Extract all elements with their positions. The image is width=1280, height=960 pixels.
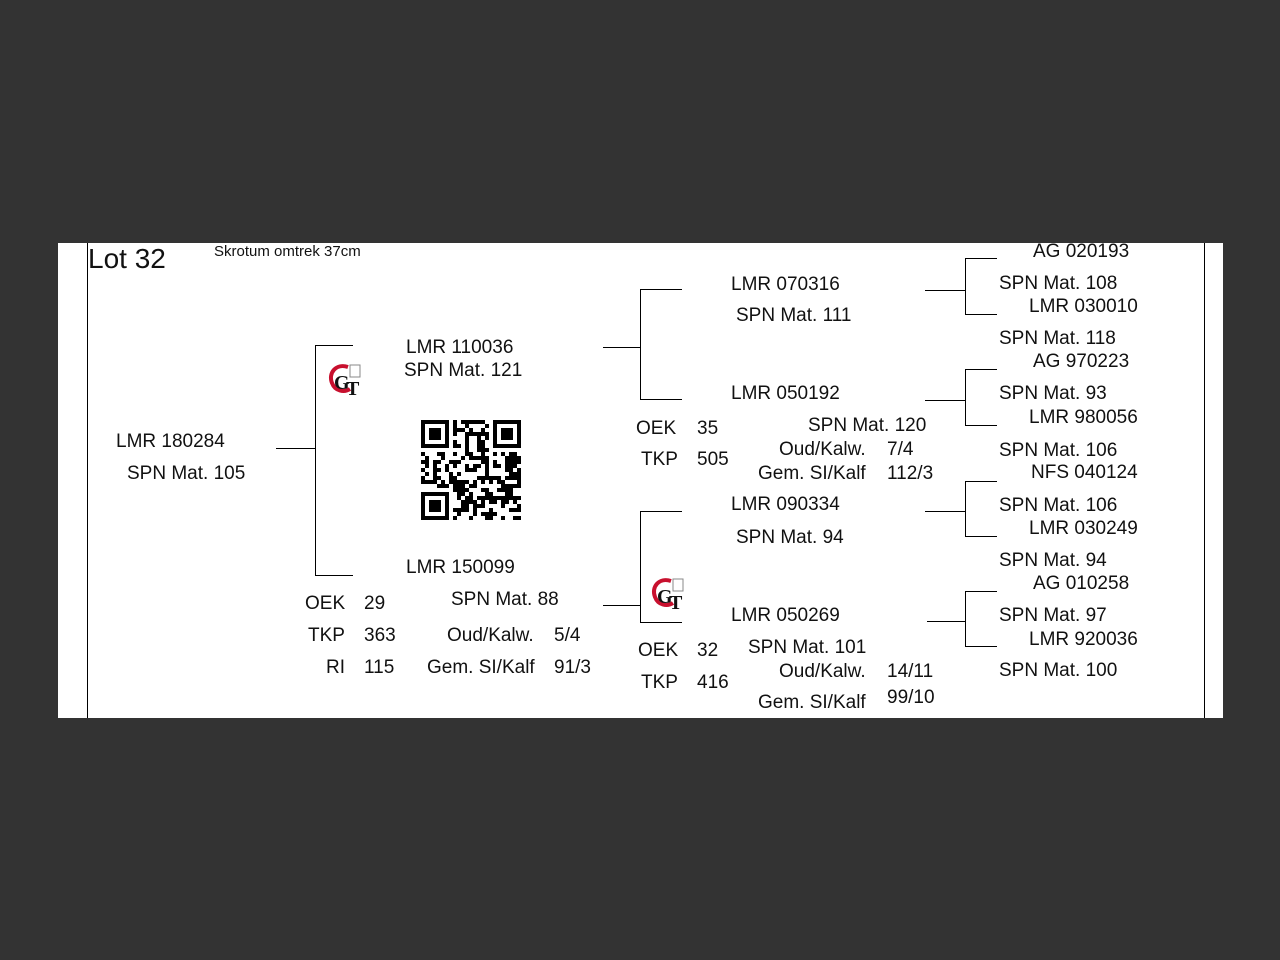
ggp-2-top: AG 970223	[1033, 351, 1130, 372]
ggp-2-mid: SPN Mat. 93	[999, 383, 1107, 404]
scrotum-note: Skrotum omtrek 37cm	[214, 243, 361, 260]
sire-spn: SPN Mat. 121	[404, 360, 523, 381]
svg-text:T: T	[669, 592, 683, 613]
dd-gem-label: Gem. SI/Kalf	[758, 692, 866, 713]
dam-oek-value: 29	[364, 593, 386, 614]
pedigree-card: Lot 32 Skrotum omtrek 37cm LMR 180284 SP…	[58, 241, 1223, 718]
dam-id: LMR 150099	[406, 557, 515, 578]
ggp-1-bot: LMR 030010	[1029, 296, 1138, 317]
sire-dam-id: LMR 050192	[731, 383, 840, 404]
sire-gem-label: Gem. SI/Kalf	[758, 463, 866, 484]
connector-line	[640, 399, 682, 400]
connector-line	[640, 289, 682, 290]
dam-tkp-value: 363	[364, 625, 396, 646]
dam-dam-spn: SPN Mat. 101	[748, 637, 867, 658]
connector-line	[965, 481, 966, 537]
connector-line	[965, 536, 997, 537]
ggp-4-last: SPN Mat. 100	[999, 660, 1118, 681]
ggp-3-bot: LMR 030249	[1029, 518, 1138, 539]
sire-gem-value: 112/3	[887, 463, 934, 484]
connector-line	[965, 369, 966, 426]
connector-line	[640, 511, 682, 512]
dam-gem-value: 91/3	[554, 657, 591, 678]
dd-oud-label: Oud/Kalw.	[779, 661, 866, 682]
gt-logo-icon: G T	[326, 361, 366, 400]
connector-line	[965, 258, 997, 259]
ggp-4-bot: LMR 920036	[1029, 629, 1138, 650]
sire-sire-spn: SPN Mat. 111	[736, 305, 852, 326]
sire-tkp-label: TKP	[641, 449, 678, 470]
sire-sire-id: LMR 070316	[731, 274, 840, 295]
left-border-line	[87, 243, 88, 718]
connector-line	[640, 622, 682, 623]
connector-line	[315, 345, 353, 346]
animal-spn: SPN Mat. 105	[127, 463, 246, 484]
dam-oek-label: OEK	[305, 593, 346, 614]
ggp-4-mid: SPN Mat. 97	[999, 605, 1107, 626]
ggp-4-top: AG 010258	[1033, 573, 1130, 594]
dam-ri-value: 115	[364, 657, 395, 678]
dam-spn: SPN Mat. 88	[451, 589, 559, 610]
sire-id: LMR 110036	[406, 337, 514, 358]
dam-ri-label: RI	[326, 657, 345, 678]
lot-title: Lot 32	[88, 243, 166, 274]
connector-line	[640, 289, 641, 399]
animal-id: LMR 180284	[116, 431, 225, 452]
sire-spn-2: SPN Mat. 120	[808, 415, 927, 436]
dd-tkp-value: 416	[697, 672, 729, 693]
dd-oud-value: 14/11	[887, 661, 934, 682]
ggp-3-top: NFS 040124	[1031, 462, 1138, 483]
ggp-1-top: AG 020193	[1033, 241, 1130, 262]
dam-tkp-label: TKP	[308, 625, 345, 646]
connector-line	[276, 448, 316, 449]
dam-gem-label: Gem. SI/Kalf	[427, 657, 535, 678]
connector-line	[925, 400, 965, 401]
connector-line	[603, 605, 641, 606]
svg-text:G: G	[334, 372, 350, 394]
sire-oud-value: 7/4	[887, 439, 914, 460]
dam-oud-value: 5/4	[554, 625, 581, 646]
ggp-1-last: SPN Mat. 118	[999, 328, 1116, 349]
ggp-2-last: SPN Mat. 106	[999, 440, 1118, 461]
connector-line	[315, 345, 316, 575]
dd-oek-value: 32	[697, 640, 719, 661]
right-border-line	[1204, 243, 1205, 718]
sire-oek-value: 35	[697, 418, 719, 439]
svg-text:G: G	[657, 586, 673, 608]
dam-sire-id: LMR 090334	[731, 494, 840, 515]
sire-tkp-value: 505	[697, 449, 729, 470]
connector-line	[965, 481, 997, 482]
connector-line	[965, 258, 966, 315]
dam-sire-spn: SPN Mat. 94	[736, 527, 844, 548]
qr-code-icon	[421, 420, 521, 520]
ggp-3-last: SPN Mat. 94	[999, 550, 1107, 571]
connector-line	[965, 314, 997, 315]
connector-line	[965, 369, 997, 370]
ggp-2-bot: LMR 980056	[1029, 407, 1138, 428]
dd-gem-value: 99/10	[887, 687, 935, 708]
sire-oud-label: Oud/Kalw.	[779, 439, 866, 460]
sire-oek-label: OEK	[636, 418, 677, 439]
connector-line	[965, 425, 997, 426]
connector-line	[925, 511, 965, 512]
dd-oek-label: OEK	[638, 640, 679, 661]
connector-line	[965, 591, 966, 647]
svg-text:T: T	[346, 378, 360, 399]
connector-line	[315, 575, 353, 576]
connector-line	[640, 511, 641, 623]
connector-line	[965, 591, 997, 592]
gt-logo-icon: G T	[649, 575, 689, 614]
dam-oud-label: Oud/Kalw.	[447, 625, 534, 646]
connector-line	[927, 621, 965, 622]
dd-tkp-label: TKP	[641, 672, 678, 693]
ggp-3-mid: SPN Mat. 106	[999, 495, 1118, 516]
connector-line	[925, 290, 965, 291]
ggp-1-mid: SPN Mat. 108	[999, 273, 1118, 294]
connector-line	[603, 347, 641, 348]
dam-dam-id: LMR 050269	[731, 605, 840, 626]
connector-line	[965, 646, 997, 647]
